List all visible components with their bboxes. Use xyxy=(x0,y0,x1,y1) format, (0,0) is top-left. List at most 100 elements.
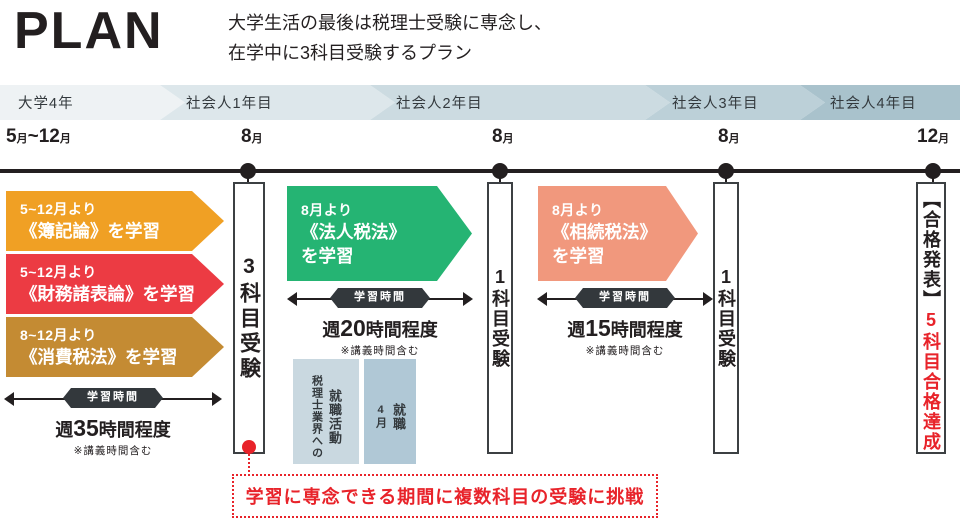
study-num-20: 20 xyxy=(340,315,366,341)
study-prefix-15: 週 xyxy=(567,320,586,340)
exam-box-3-subjects-label: 3科目受験 xyxy=(237,254,261,382)
subject-arrow-boki-line2: 《簿記論》を学習 xyxy=(20,221,160,241)
arrow-left-icon xyxy=(287,292,297,306)
subject-arrow-shohi: 8~12月より 《消費税法》を学習 xyxy=(6,317,224,377)
month-label-2: 8月 xyxy=(492,126,514,148)
month-unit-1: 月 xyxy=(251,133,263,145)
study-hours-value-35: 週35時間程度 xyxy=(4,416,222,442)
subtitle-line-1: 大学生活の最後は税理士受験に専念し、 xyxy=(228,13,552,33)
subject-arrow-sozoku-line3: を学習 xyxy=(552,245,605,266)
month-label-1: 8月 xyxy=(241,126,263,148)
arrow-left-icon xyxy=(537,292,547,306)
study-hours-arrow-20: 学習時間 xyxy=(287,288,473,310)
month-num-4: 12 xyxy=(917,126,939,147)
study-hours-pill-20: 学習時間 xyxy=(330,288,430,308)
result-box-achievement: 5科目合格達成 xyxy=(921,310,941,452)
month-sep-0: ~ xyxy=(27,126,39,147)
year-band-chevrons xyxy=(0,85,960,120)
exam-box-3-subjects: 3科目受験 xyxy=(233,182,265,454)
job-box-employment-month: 4月 xyxy=(374,404,387,429)
timeline-dot-3 xyxy=(718,163,734,179)
month-unit-0: 月 xyxy=(16,133,28,145)
timeline-dot-1 xyxy=(240,163,256,179)
month-unit2-0: 月 xyxy=(59,133,71,145)
exam-box-1-subject-a: 1科目受験 xyxy=(487,182,513,454)
callout-text: 学習に専念できる期間に複数科目の受験に挑戦 xyxy=(245,487,645,507)
page-subtitle: 大学生活の最後は税理士受験に専念し、 在学中に3科目受験するプラン xyxy=(228,8,552,68)
job-box-activity: 税理士業界への 就職活動 xyxy=(293,359,359,464)
callout-connector xyxy=(248,454,250,476)
exam-box-1-subject-a-label: 1科目受験 xyxy=(490,267,510,369)
arrow-right-icon xyxy=(212,392,222,406)
page-title: PLAN xyxy=(14,2,164,60)
month-unit-4: 月 xyxy=(938,133,950,145)
study-prefix-20: 週 xyxy=(322,320,341,340)
study-hours-note-15: ※講義時間含む xyxy=(585,345,665,357)
timeline-axis xyxy=(0,169,960,173)
subject-arrow-hojin: 8月より 《法人税法》 を学習 xyxy=(287,186,472,281)
study-suffix-20: 時間程度 xyxy=(365,320,438,340)
study-prefix-35: 週 xyxy=(55,420,74,440)
arrow-left-icon xyxy=(4,392,14,406)
subject-arrow-hojin-line1: 8月より xyxy=(301,201,353,218)
exam-box-1-subject-b: 1科目受験 xyxy=(713,182,739,454)
year-segment-2: 社会人2年目 xyxy=(396,85,483,120)
month-num-2: 8 xyxy=(492,126,503,147)
month-num-1: 8 xyxy=(241,126,252,147)
subject-arrow-hojin-line3: を学習 xyxy=(301,245,354,266)
study-num-15: 15 xyxy=(585,315,611,341)
subject-arrow-zaimu-line1: 5~12月より xyxy=(20,264,97,280)
exam-box-1-subject-b-label: 1科目受験 xyxy=(716,267,736,369)
study-hours-note-35: ※講義時間含む xyxy=(73,445,153,457)
month-unit-3: 月 xyxy=(728,133,740,145)
job-box-employment-label: 就職 xyxy=(391,402,406,431)
year-label-0: 大学4年 xyxy=(18,96,74,112)
month-label-3: 8月 xyxy=(718,126,740,148)
subject-arrow-boki: 5~12月より 《簿記論》を学習 xyxy=(6,191,224,251)
subject-arrow-boki-line1: 5~12月より xyxy=(20,201,97,217)
study-hours-note-20: ※講義時間含む xyxy=(340,345,420,357)
month-label-4: 12月 xyxy=(917,126,949,148)
subject-arrow-zaimu-line2: 《財務諸表論》を学習 xyxy=(20,284,195,304)
study-hours-pill-15: 学習時間 xyxy=(575,288,675,308)
exam-box-3-subjects-marker xyxy=(242,440,256,454)
month-num2-0: 12 xyxy=(38,126,60,147)
subject-arrow-sozoku: 8月より 《相続税法》 を学習 xyxy=(538,186,698,281)
year-segment-0: 大学4年 xyxy=(18,85,74,120)
study-hours-value-15: 週15時間程度 xyxy=(537,316,713,342)
study-hours-pill-35: 学習時間 xyxy=(63,388,163,408)
study-suffix-15: 時間程度 xyxy=(610,320,683,340)
year-label-1: 社会人1年目 xyxy=(186,96,273,112)
year-segment-1: 社会人1年目 xyxy=(186,85,273,120)
timeline-dot-2 xyxy=(492,163,508,179)
year-band: 大学4年 社会人1年目 社会人2年目 社会人3年目 社会人4年目 xyxy=(0,85,960,120)
study-hours-arrow-35: 学習時間 xyxy=(4,388,222,410)
subtitle-line-2: 在学中に3科目受験するプラン xyxy=(228,43,473,63)
result-box-announcement: 【合格発表】 xyxy=(921,190,941,310)
year-label-4: 社会人4年目 xyxy=(830,96,917,112)
year-label-3: 社会人3年目 xyxy=(672,96,759,112)
study-hours-block-20: 学習時間 週20時間程度 ※講義時間含む xyxy=(287,288,473,358)
subject-arrow-sozoku-line1: 8月より xyxy=(552,201,604,218)
month-num-3: 8 xyxy=(718,126,729,147)
month-label-0: 5月~12月 xyxy=(6,126,71,148)
callout-box: 学習に専念できる期間に複数科目の受験に挑戦 xyxy=(232,474,658,518)
study-num-35: 35 xyxy=(73,415,99,441)
study-hours-block-15: 学習時間 週15時間程度 ※講義時間含む xyxy=(537,288,713,358)
subject-arrow-zaimu: 5~12月より 《財務諸表論》を学習 xyxy=(6,254,224,314)
timeline-dot-4 xyxy=(925,163,941,179)
month-num-0: 5 xyxy=(6,126,17,147)
study-suffix-35: 時間程度 xyxy=(98,420,171,440)
arrow-right-icon xyxy=(703,292,713,306)
subject-arrow-hojin-line2: 《法人税法》 xyxy=(301,221,406,242)
year-label-2: 社会人2年目 xyxy=(396,96,483,112)
result-box: 【合格発表】 5科目合格達成 xyxy=(916,182,946,454)
study-hours-value-20: 週20時間程度 xyxy=(287,316,473,342)
study-hours-block-35: 学習時間 週35時間程度 ※講義時間含む xyxy=(4,388,222,458)
subject-arrow-shohi-line1: 8~12月より xyxy=(20,327,97,343)
subject-arrow-sozoku-line2: 《相続税法》 xyxy=(552,221,657,242)
subject-arrow-shohi-line2: 《消費税法》を学習 xyxy=(20,347,178,367)
job-box-activity-main: 就職活動 xyxy=(327,388,342,445)
job-box-employment: 4月 就職 xyxy=(364,359,416,464)
